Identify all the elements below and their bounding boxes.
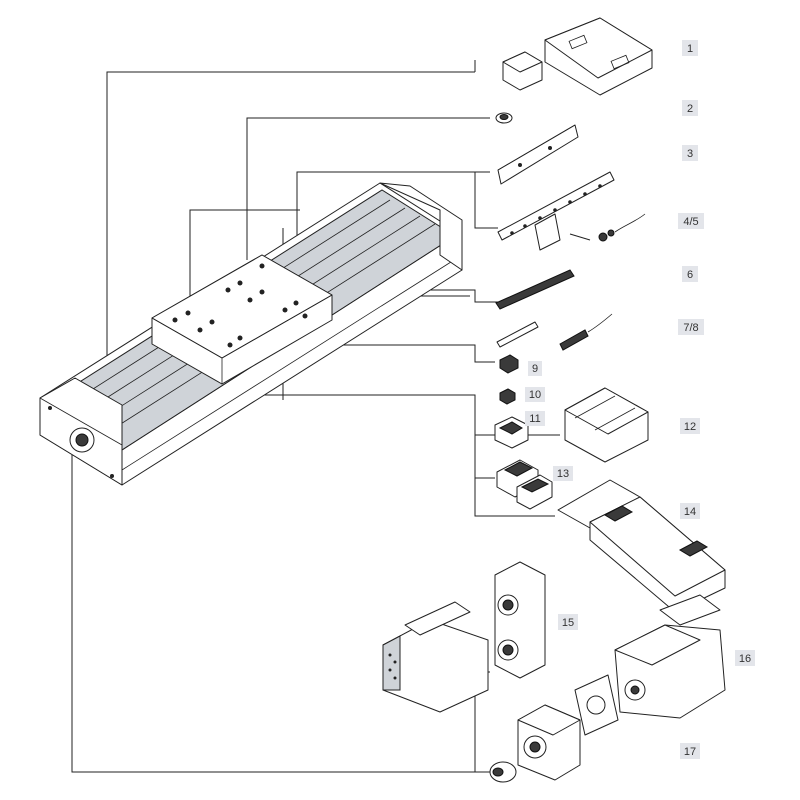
callout-14: 14 — [684, 506, 696, 518]
part-2-sleeve — [495, 112, 513, 124]
callout-3: 3 — [687, 148, 693, 160]
part-16-motor — [614, 594, 726, 719]
callout-7-8: 7/8 — [683, 322, 698, 334]
callout-17: 17 — [684, 746, 696, 758]
callout-1: 1 — [687, 43, 693, 55]
callout-2: 2 — [687, 103, 693, 115]
part-11-mount — [494, 416, 529, 449]
part-9-slot-nut — [499, 354, 519, 374]
part-10-slot-nut — [499, 388, 516, 405]
part-15-motor — [382, 561, 546, 713]
linear-axis-body — [39, 182, 463, 486]
callout-11: 11 — [529, 413, 540, 425]
part-3-strip — [497, 124, 579, 185]
callout-4-5: 4/5 — [683, 216, 698, 228]
part-12-cable-guide — [564, 387, 649, 463]
part-13-foot — [496, 459, 553, 510]
callout-15: 15 — [562, 617, 574, 629]
callout-10: 10 — [529, 389, 541, 401]
part-14-support — [557, 479, 726, 613]
callout-13: 13 — [557, 468, 569, 480]
callout-9: 9 — [532, 363, 538, 375]
callout-labels: 1 2 3 4/5 6 7/8 9 10 11 12 13 14 15 16 1… — [525, 40, 755, 759]
part-17-flange — [489, 674, 619, 783]
callout-16: 16 — [739, 653, 751, 665]
part-7-8-sensor — [496, 313, 613, 351]
part-1-clamp — [502, 17, 653, 96]
callout-12: 12 — [684, 421, 696, 433]
part-6-slot-cover — [495, 269, 575, 310]
part-4-5-sensor — [497, 171, 646, 251]
callout-6: 6 — [687, 269, 693, 281]
